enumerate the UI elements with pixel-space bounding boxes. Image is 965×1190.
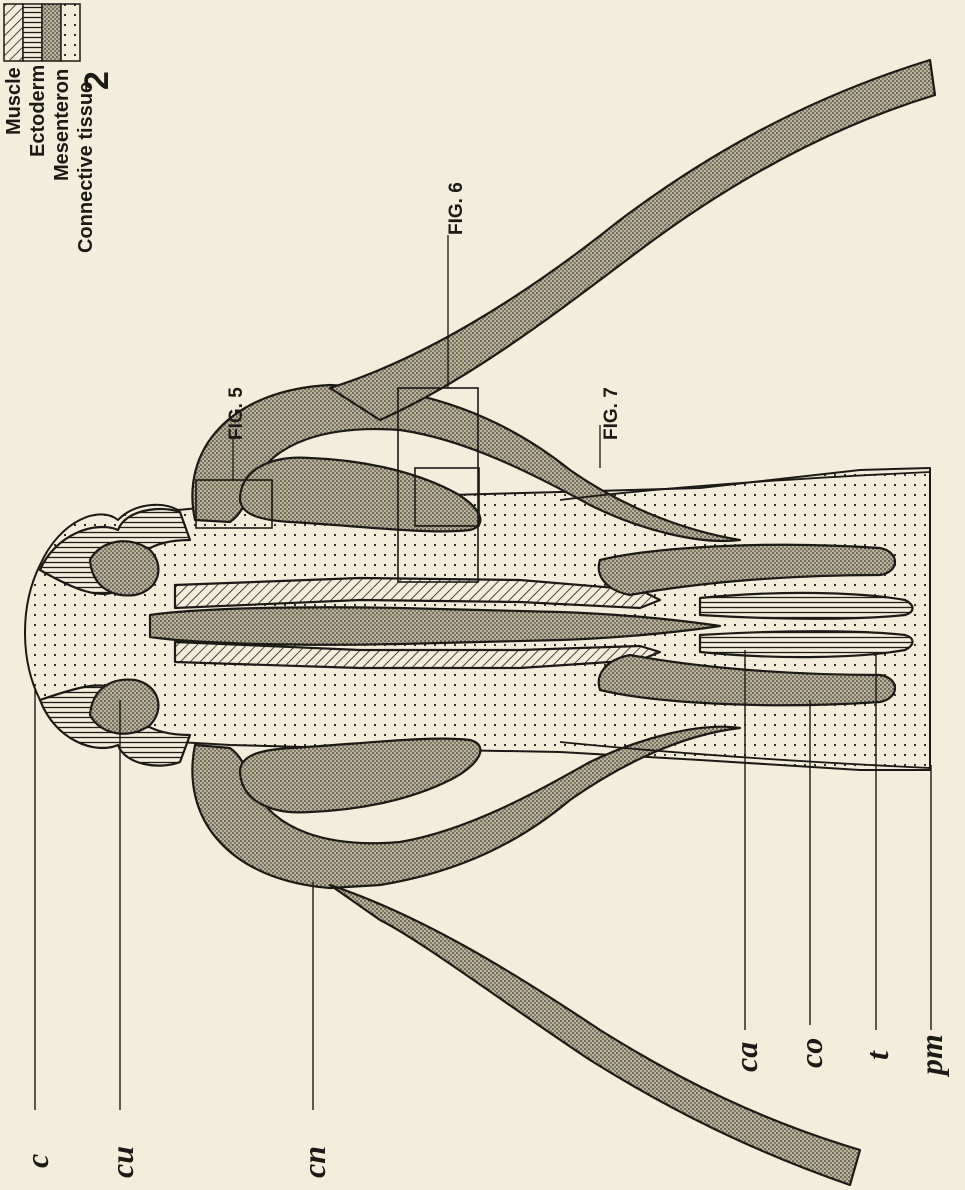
legend-swatch-connective-tissue: [61, 4, 80, 61]
valve-finger-upper: [700, 593, 913, 619]
label-t: t: [859, 1050, 895, 1060]
legend: Muscle Ectoderm Mesenteron Connective ti…: [3, 4, 97, 253]
legend-label-mesenteron: Mesenteron: [51, 69, 73, 181]
crop-structure: [25, 60, 935, 1185]
label-cu: cu: [104, 1146, 140, 1178]
lower-crop-loop-inner: [240, 739, 480, 813]
legend-swatch-ectoderm: [23, 4, 42, 61]
lower-posterior-arm: [330, 885, 860, 1185]
figure-number: 2: [78, 71, 116, 90]
valve-finger-lower: [700, 631, 913, 657]
legend-label-muscle: Muscle: [3, 67, 25, 135]
upper-posterior-arm: [330, 60, 935, 420]
label-pm: pm: [913, 1034, 949, 1078]
legend-label-ectoderm: Ectoderm: [27, 65, 49, 157]
label-co: co: [793, 1038, 829, 1068]
legend-label-connective-tissue: Connective tissue: [75, 82, 97, 253]
label-ca: ca: [728, 1042, 764, 1072]
legend-swatches: [4, 4, 80, 61]
legend-swatch-mesenteron: [42, 4, 61, 61]
legend-swatch-muscle: [4, 4, 23, 61]
label-c: c: [19, 1154, 55, 1168]
label-cn: cn: [296, 1146, 332, 1178]
fig6-label: FIG. 6: [446, 182, 467, 235]
fig7-label: FIG. 7: [601, 387, 622, 440]
fig5-label: FIG. 5: [226, 387, 247, 440]
